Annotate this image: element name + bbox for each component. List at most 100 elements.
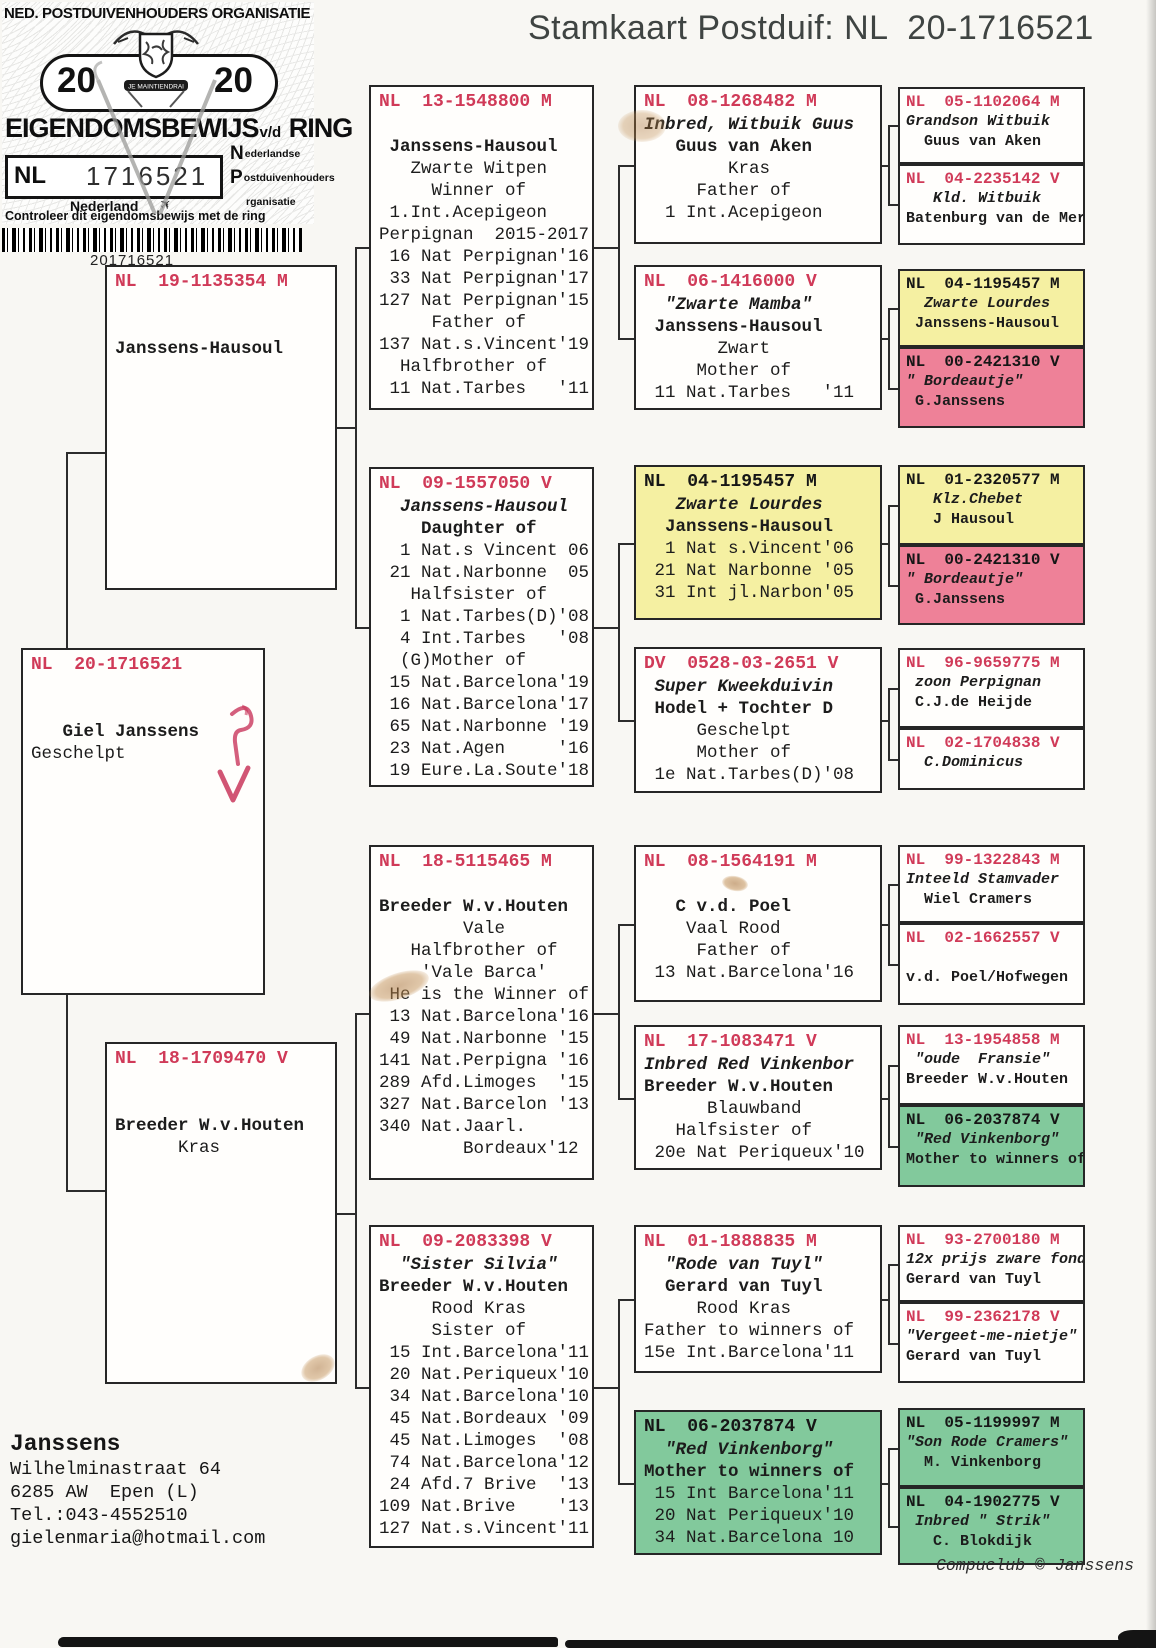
connector-line [618,165,634,167]
pedigree-line: 21 Nat.Narbonne 05 [379,563,590,583]
ring-number: NL 00-2421310 V [906,551,1060,569]
connector-line [355,1387,369,1389]
pedigree-line: 34 Nat.Barcelona 10 [644,1528,855,1548]
connector-line [888,125,898,127]
pedigree-line: 15e Int.Barcelona'11 [644,1343,855,1363]
pedigree-line: Super Kweekduivin [644,677,834,697]
pedigree-line: Blauwband [644,1099,802,1119]
pedigree-line: Gerard van Tuyl [906,1270,1042,1288]
pedigree-line: Janssens-Hausoul [644,517,834,537]
scan-bottom-mark [58,1637,558,1647]
org-rest: rganisatie [246,196,296,208]
pedigree-line: Guus van Aken [906,132,1042,150]
pedigree-line: Janssens-Hausoul [906,314,1060,332]
connector-line [66,995,68,1190]
connector-line [888,125,890,204]
ring-number: NL 96-9659775 M [906,654,1060,672]
pedigree-box-c4b4: NL 00-2421310 V" Bordeautje" G.Janssens [898,347,1085,428]
pedigree-line: Rood Kras [644,1299,792,1319]
connector-line [618,1299,634,1301]
connector-line [882,1098,888,1100]
pedigree-line: C.J.de Heijde [906,693,1033,711]
ring-number: NL 06-2037874 V [644,1417,817,1437]
org-initial: P [230,167,243,188]
pedigree-line: G.Janssens [906,392,1006,410]
pedigree-line: 23 Nat.Agen '16 [379,739,590,759]
pedigree-line: Halfbrother of [379,357,548,377]
pedigree-box-c3b4: DV 0528-03-2651 V Super Kweekduivin Hode… [634,647,882,793]
pedigree-box-father: NL 19-1135354 M Janssens-Hausoul [105,265,337,590]
pedigree-line: Father of [644,181,792,201]
pedigree-line: Wiel Cramers [906,890,1033,908]
pedigree-line: J Hausoul [906,510,1015,528]
stamp-year-left: 20 [57,61,96,100]
connector-line [888,1448,898,1450]
ring-number: NL 19-1135354 M [115,272,288,292]
pedigree-line: Kras [644,159,771,179]
ring-number: NL 01-1888835 M [644,1232,817,1252]
pedigree-line: Breeder W.v.Houten [115,1116,305,1136]
stamp-org-col-1: Nederlandse [230,144,300,163]
pedigree-line: Daughter of [379,519,537,539]
connector-line [618,1098,634,1100]
pedigree-line: Winner of [379,181,527,201]
pedigree-line: 19 Eure.La.Soute'18 [379,761,590,781]
pedigree-line: 137 Nat.s.Vincent'19 [379,335,590,355]
stamp-country-name: Nederland [70,198,139,214]
ring-number: NL 18-1709470 V [115,1049,288,1069]
pedigree-line: 15 Int.Barcelona'11 [379,1343,590,1363]
connector-line [618,720,634,722]
pedigree-line [900,948,1083,968]
connector-line [594,1013,618,1015]
connector-line [618,1299,620,1483]
pedigree-line: Father to winners of [644,1321,855,1341]
pedigree-line: Rood Kras [379,1299,527,1319]
ring-number: NL 09-1557050 V [379,474,552,494]
connector-line [355,247,369,249]
stamp-ring-number: 1716521 [86,161,209,191]
pedigree-line: "Rode van Tuyl" [644,1255,823,1275]
pedigree-line: Halfbrother of [379,941,558,961]
pedigree-line: 340 Nat.Jaarl. [379,1117,527,1137]
ring-number: NL 05-1199997 M [906,1414,1060,1432]
connector-line [888,688,898,690]
pedigree-box-mother: NL 18-1709470 V Breeder W.v.Houten Kras [105,1042,337,1384]
pedigree-line: Inbred Red Vinkenbor [644,1055,855,1075]
pedigree-line: "Red Vinkenborg" [906,1131,1060,1148]
connector-line [888,1065,890,1146]
ring-number: NL 05-1102064 M [906,93,1060,111]
pedigree-line: 15 Nat.Barcelona'19 [379,673,590,693]
stamp-motto: JE MAINTIENDRAI [128,84,184,91]
crest-icon: JE MAINTIENDRAI [113,30,199,108]
pedigree-line: Geschelpt [644,721,792,741]
pedigree-line: 33 Nat Perpignan'17 [379,269,590,289]
connector-line [888,884,898,886]
pedigree-line: 49 Nat.Narbonne '15 [379,1029,590,1049]
pedigree-line: He is the Winner of [379,985,590,1005]
connector-line [618,924,634,926]
pedigree-box-c3b2: NL 06-1416000 V "Zwarte Mamba" Janssens-… [634,265,882,410]
connector-line [888,1448,890,1526]
connector-line [888,585,898,587]
barcode-number: 201716521 [90,252,175,269]
pedigree-line: 1 Int.Acepigeon [644,203,823,223]
pedigree-line: Breeder W.v.Houten [906,1070,1069,1088]
pedigree-line: 289 Afd.Limoges '15 [379,1073,590,1093]
pedigree-line: "oude Fransie" [906,1051,1051,1068]
pedigree-line: Zwarte Lourdes [906,295,1051,312]
pedigree-line: Perpignan 2015-2017 [379,225,590,245]
pedigree-line: Inbred " Strik" [906,1513,1051,1530]
connector-line [618,338,634,340]
pedigree-line: " Bordeautje" [906,571,1024,588]
connector-line [882,165,888,167]
stamp-ring-box: NL 1716521 [5,155,223,199]
connector-line [888,204,898,206]
pedigree-line: Hodel + Tochter D [644,699,834,719]
pedigree-line: "Zwarte Mamba" [644,295,813,315]
stamp-verify-line: Controleer dit eigendomsbewijs met de ri… [5,209,266,223]
connector-line [888,388,898,390]
pedigree-box-c3b5: NL 08-1564191 M C v.d. Poel Vaal Rood Fa… [634,845,882,1002]
pedigree-line: M. Vinkenborg [906,1453,1042,1471]
